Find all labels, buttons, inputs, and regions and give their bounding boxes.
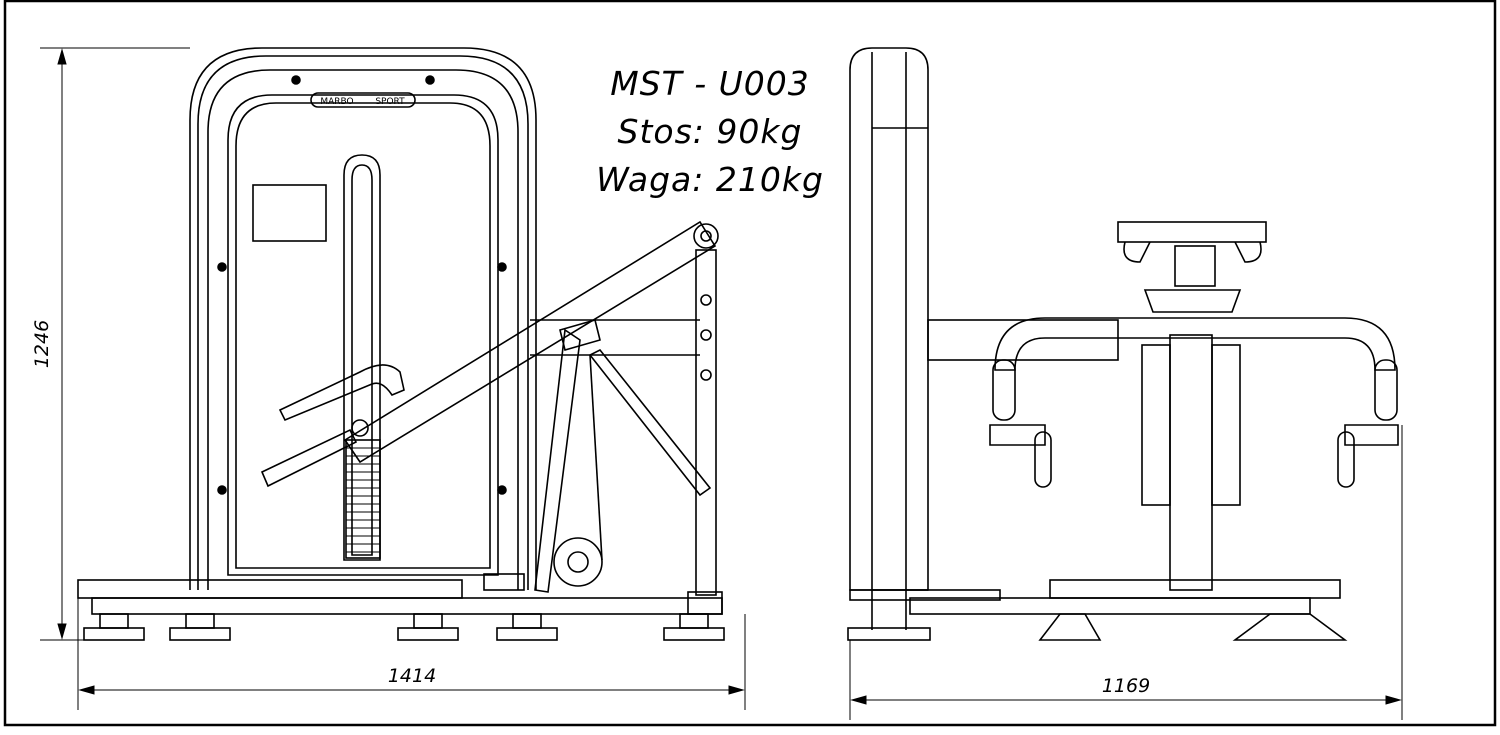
front-base-plate bbox=[77, 579, 463, 599]
press-arm bbox=[343, 220, 717, 464]
stack-label: Stos: 90kg bbox=[617, 112, 803, 151]
stack-frame-outer bbox=[189, 47, 537, 590]
drawing-border bbox=[3, 0, 1497, 727]
model-label: MST - U003 bbox=[610, 64, 810, 103]
brand-right-text: SPORT bbox=[375, 97, 405, 107]
handle-upper bbox=[278, 364, 405, 422]
label-plate bbox=[252, 184, 327, 242]
side-view bbox=[847, 47, 1399, 641]
seat bbox=[1117, 221, 1267, 243]
side-frame bbox=[849, 47, 929, 591]
dimension-width: 1414 bbox=[388, 665, 436, 687]
front-view: MARBO SPORT bbox=[77, 47, 725, 641]
brand-left-text: MARBO bbox=[320, 97, 353, 107]
dimension-depth: 1169 bbox=[1102, 675, 1150, 697]
brand-badge bbox=[310, 92, 416, 108]
pulley bbox=[553, 537, 603, 587]
handle-lower bbox=[260, 428, 358, 488]
dimension-height: 1246 bbox=[31, 320, 53, 368]
side-arms bbox=[994, 317, 1396, 371]
weight-label: Waga: 210kg bbox=[596, 160, 824, 199]
dimension-lines bbox=[40, 47, 1403, 720]
